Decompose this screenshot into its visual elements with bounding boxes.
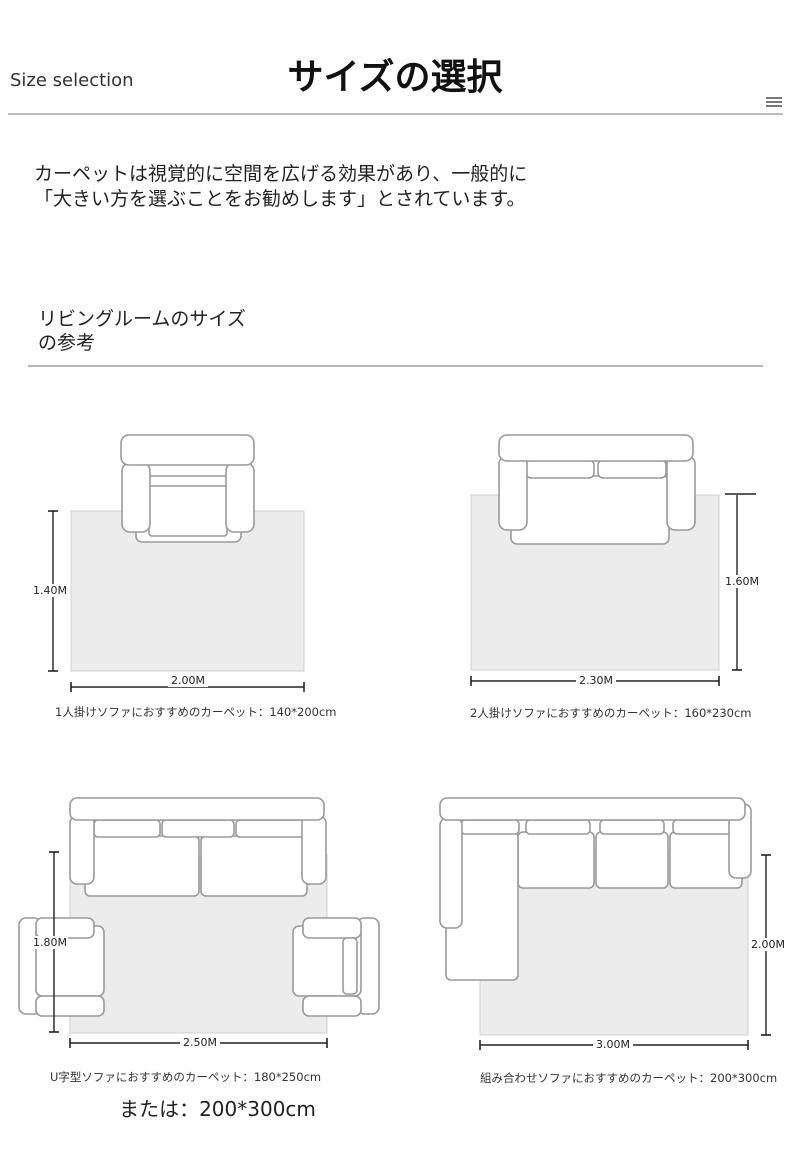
diagram-4-caption: 組み合わせソファにおすすめのカーペット：200*300cm (480, 1071, 778, 1085)
alternative-size-note: または：200*300cm (119, 1097, 316, 1121)
diagram-2-width-label: 2.30M (576, 674, 616, 687)
diagram-4-height-label: 2.00M (750, 938, 786, 951)
diagram-3-u-shaped-sofa (18, 797, 380, 1048)
header-title-jp: サイズの選択 (287, 57, 503, 98)
header-divider (8, 113, 783, 115)
diagram-2-caption: 2人掛けソファにおすすめのカーペット：160*230cm (470, 706, 752, 720)
diagram-1-height-label: 1.40M (32, 584, 68, 597)
menu-icon[interactable] (766, 97, 782, 109)
intro-line-2: 「大きい方を選ぶことをお勧めします」とされています。 (34, 188, 526, 210)
section-title-line-1: リビングルームのサイズ (38, 308, 246, 330)
diagram-1-single-sofa (48, 434, 305, 692)
diagram-2-height-label: 1.60M (724, 575, 760, 588)
diagram-4-combination-sofa (439, 797, 771, 1050)
diagram-3-height-label: 1.80M (32, 936, 68, 949)
intro-text: カーペットは視覚的に空間を広げる効果があり、一般的に 「大きい方を選ぶことをお勧… (34, 162, 527, 212)
intro-line-1: カーペットは視覚的に空間を広げる効果があり、一般的に (34, 163, 528, 185)
dimension-1-width (70, 682, 305, 692)
section-title-line-2: の参考 (38, 332, 96, 354)
main-sofa-3 (69, 797, 327, 897)
left-armchair-3 (18, 917, 105, 1017)
sectional-sofa-4 (439, 797, 752, 981)
diagram-1-width-label: 2.00M (168, 674, 208, 687)
diagram-4-width-label: 3.00M (593, 1038, 633, 1051)
section-divider (28, 365, 763, 367)
diagram-2-two-seat-sofa (470, 434, 756, 686)
armchair-1 (120, 434, 255, 543)
right-armchair-3 (292, 917, 380, 1017)
sofa-2 (498, 434, 696, 545)
header-title-en: Size selection (10, 70, 134, 91)
diagram-3-caption: U字型ソファにおすすめのカーペット：180*250cm (50, 1070, 322, 1084)
diagram-1-caption: 1人掛けソファにおすすめのカーペット：140*200cm (55, 705, 337, 719)
diagram-3-width-label: 2.50M (180, 1036, 220, 1049)
section-title: リビングルームのサイズ の参考 (38, 307, 246, 355)
